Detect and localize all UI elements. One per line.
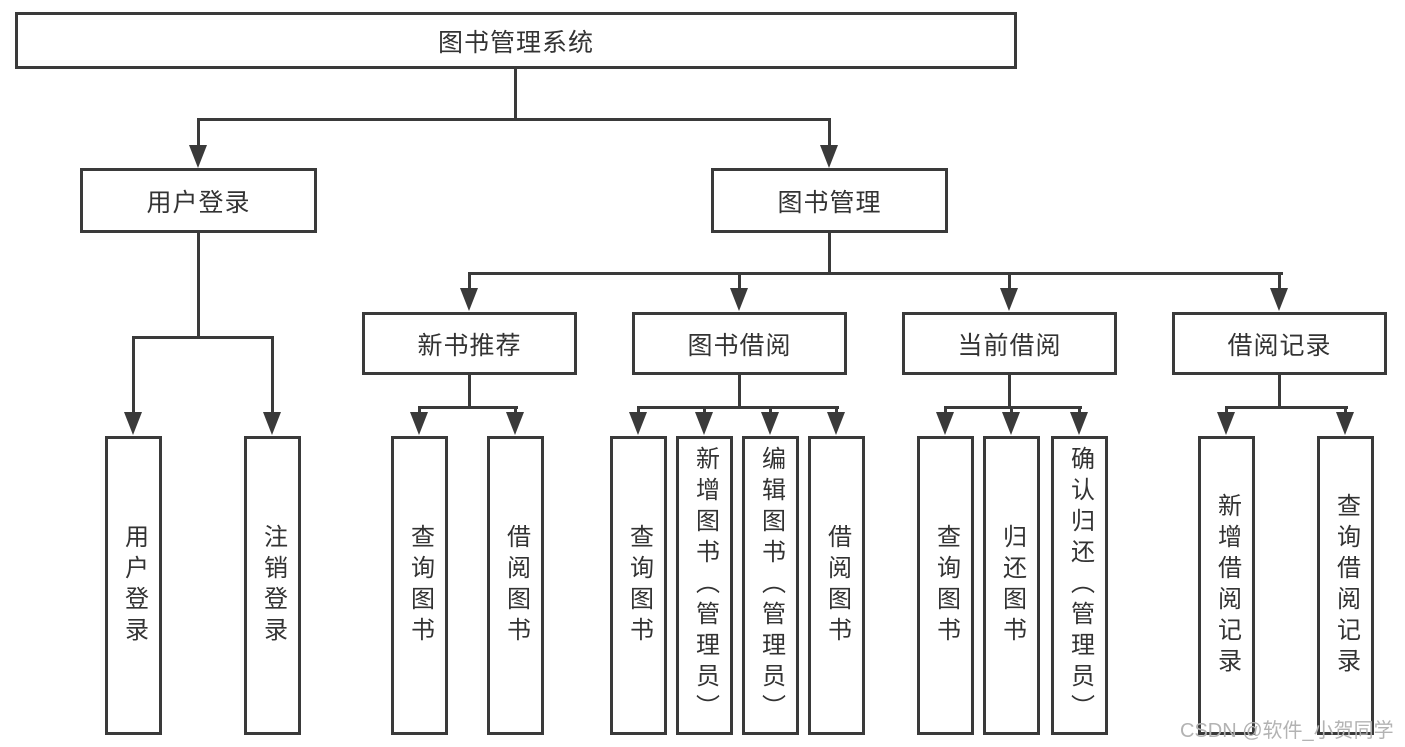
connector-root-branch [197,118,831,121]
leaf-query-book-borrow: 查询图书 [610,436,667,735]
connector-new-book-trunk [468,375,471,409]
book-mgmt-label: 图书管理 [777,188,882,217]
connector-book-mgmt-branch [468,272,1283,275]
leaf-query-borrow-record: 查询借阅记录 [1317,436,1374,735]
leaf-add-book-admin: 新增图书（管理员） [676,436,733,735]
connector-current-borrow-branch [944,406,1082,409]
leaf-label: 新增图书（管理员） [691,446,719,725]
arrow-to-leaf [410,412,428,435]
user-login-box: 用户登录 [80,168,317,233]
arrow-to-leaf [695,412,713,435]
arrow-to-leaf [1070,412,1088,435]
leaf-label: 借阅图书 [502,523,530,648]
arrow-to-current-borrow [1000,288,1018,311]
connector-book-mgmt-trunk [828,233,831,275]
connector-root-trunk [514,68,517,121]
leaf-edit-book-admin: 编辑图书（管理员） [742,436,799,735]
borrow-record-label: 借阅记录 [1227,331,1332,360]
connector-stem-login-leaf [132,339,135,415]
connector-user-login-branch [132,336,274,339]
new-book-label: 新书推荐 [417,331,522,360]
arrow-to-new-book [460,288,478,311]
connector-stem-current-borrow [1008,275,1011,293]
leaf-label: 借阅图书 [823,523,851,648]
connector-stem-user-login [197,121,200,148]
connector-stem-logout-leaf [271,339,274,415]
arrow-to-leaf [936,412,954,435]
leaf-borrow-book-newbook: 借阅图书 [487,436,544,735]
arrow-to-leaf [1002,412,1020,435]
leaf-label: 编辑图书（管理员） [757,446,785,725]
leaf-label: 新增借阅记录 [1213,492,1241,679]
current-borrow-box: 当前借阅 [902,312,1117,375]
arrow-to-leaf [1336,412,1354,435]
borrow-record-box: 借阅记录 [1172,312,1387,375]
connector-new-book-branch [418,406,518,409]
arrow-to-login-leaf [124,412,142,435]
leaf-label: 查询图书 [406,523,434,648]
leaf-query-book-newbook: 查询图书 [391,436,448,735]
leaf-query-book-current: 查询图书 [917,436,974,735]
arrow-to-leaf [1217,412,1235,435]
user-login-label: 用户登录 [146,188,251,217]
leaf-add-borrow-record: 新增借阅记录 [1198,436,1255,735]
leaf-confirm-return-admin: 确认归还（管理员） [1051,436,1108,735]
book-borrow-label: 图书借阅 [687,331,792,360]
arrow-to-user-login [189,145,207,168]
arrow-to-leaf [629,412,647,435]
connector-stem-book-borrow [738,275,741,293]
leaf-user-login: 用户登录 [105,436,162,735]
csdn-watermark: CSDN @软件_小贺同学 [1180,720,1394,742]
connector-current-borrow-trunk [1008,375,1011,409]
leaf-logout: 注销登录 [244,436,301,735]
arrow-to-leaf [761,412,779,435]
connector-stem-book-mgmt [828,121,831,148]
arrow-to-leaf [827,412,845,435]
arrow-to-book-borrow [730,288,748,311]
connector-book-borrow-trunk [738,375,741,409]
connector-book-borrow-branch [637,406,839,409]
current-borrow-label: 当前借阅 [957,331,1062,360]
leaf-label: 查询借阅记录 [1332,492,1360,679]
leaf-label: 查询图书 [625,523,653,648]
root-box: 图书管理系统 [15,12,1017,69]
book-borrow-box: 图书借阅 [632,312,847,375]
arrow-to-leaf [506,412,524,435]
leaf-label: 注销登录 [259,523,287,648]
connector-borrow-record-branch [1225,406,1348,409]
arrow-to-logout-leaf [263,412,281,435]
leaf-borrow-book: 借阅图书 [808,436,865,735]
connector-stem-borrow-record [1278,275,1281,293]
leaf-label: 用户登录 [120,523,148,648]
leaf-label: 归还图书 [998,523,1026,648]
leaf-label: 确认归还（管理员） [1066,446,1094,725]
connector-borrow-record-trunk [1278,375,1281,409]
new-book-box: 新书推荐 [362,312,577,375]
leaf-label: 查询图书 [932,523,960,648]
arrow-to-borrow-record [1270,288,1288,311]
root-label: 图书管理系统 [437,28,594,57]
connector-user-login-trunk [197,233,200,337]
connector-stem-new-book [468,275,471,293]
leaf-return-book: 归还图书 [983,436,1040,735]
book-mgmt-box: 图书管理 [711,168,948,233]
arrow-to-book-mgmt [820,145,838,168]
